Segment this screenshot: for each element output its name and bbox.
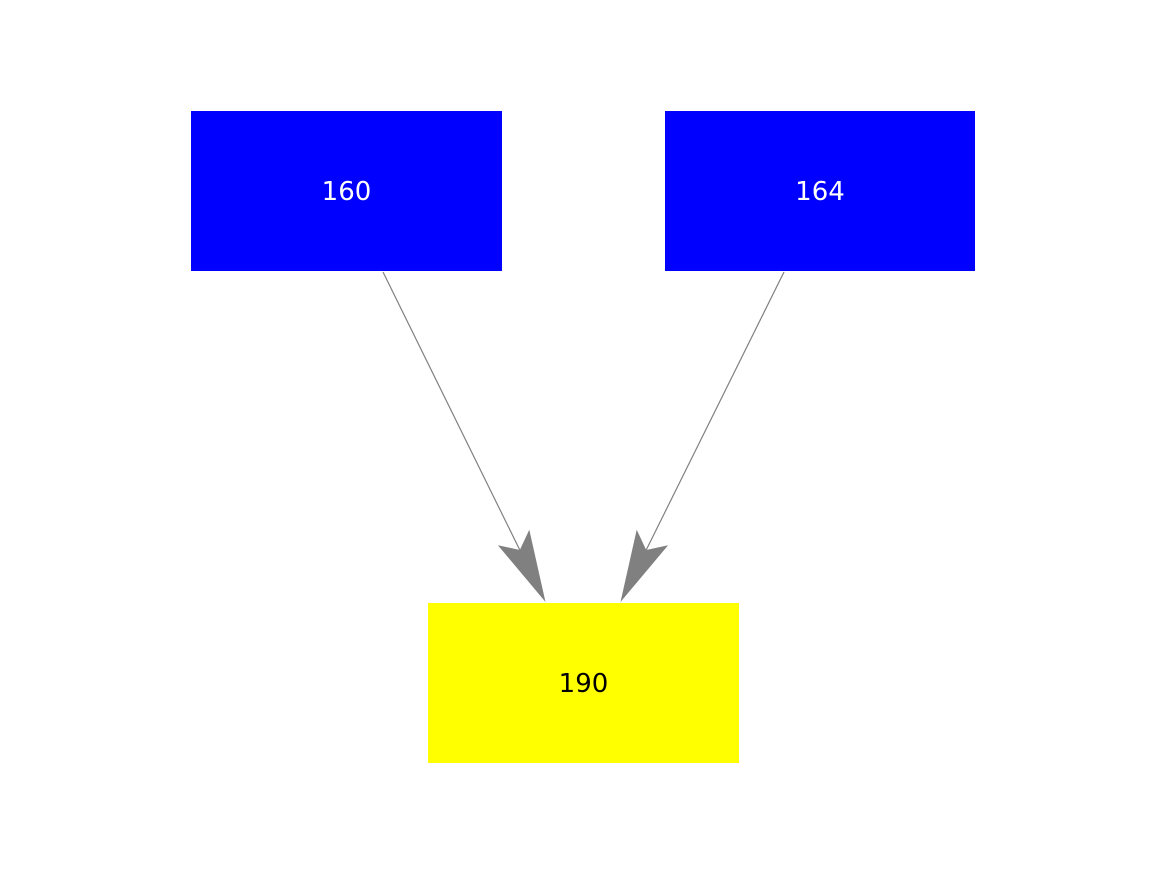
edge-164-190 (620, 271, 785, 602)
node-190-label: 190 (559, 669, 609, 699)
node-160: 160 (191, 111, 502, 271)
edge-160-190-arrowhead-icon (497, 529, 546, 602)
edge-160-190-line (382, 271, 521, 551)
node-160-label: 160 (322, 177, 372, 207)
edge-160-190 (382, 271, 546, 602)
node-164-label: 164 (795, 177, 845, 207)
node-164-box (665, 111, 975, 271)
node-160-box (191, 111, 502, 271)
node-190: 190 (428, 603, 739, 763)
node-190-box (428, 603, 739, 763)
node-164: 164 (665, 111, 975, 271)
edge-164-190-arrowhead-icon (620, 529, 669, 602)
edge-164-190-line (645, 271, 785, 551)
